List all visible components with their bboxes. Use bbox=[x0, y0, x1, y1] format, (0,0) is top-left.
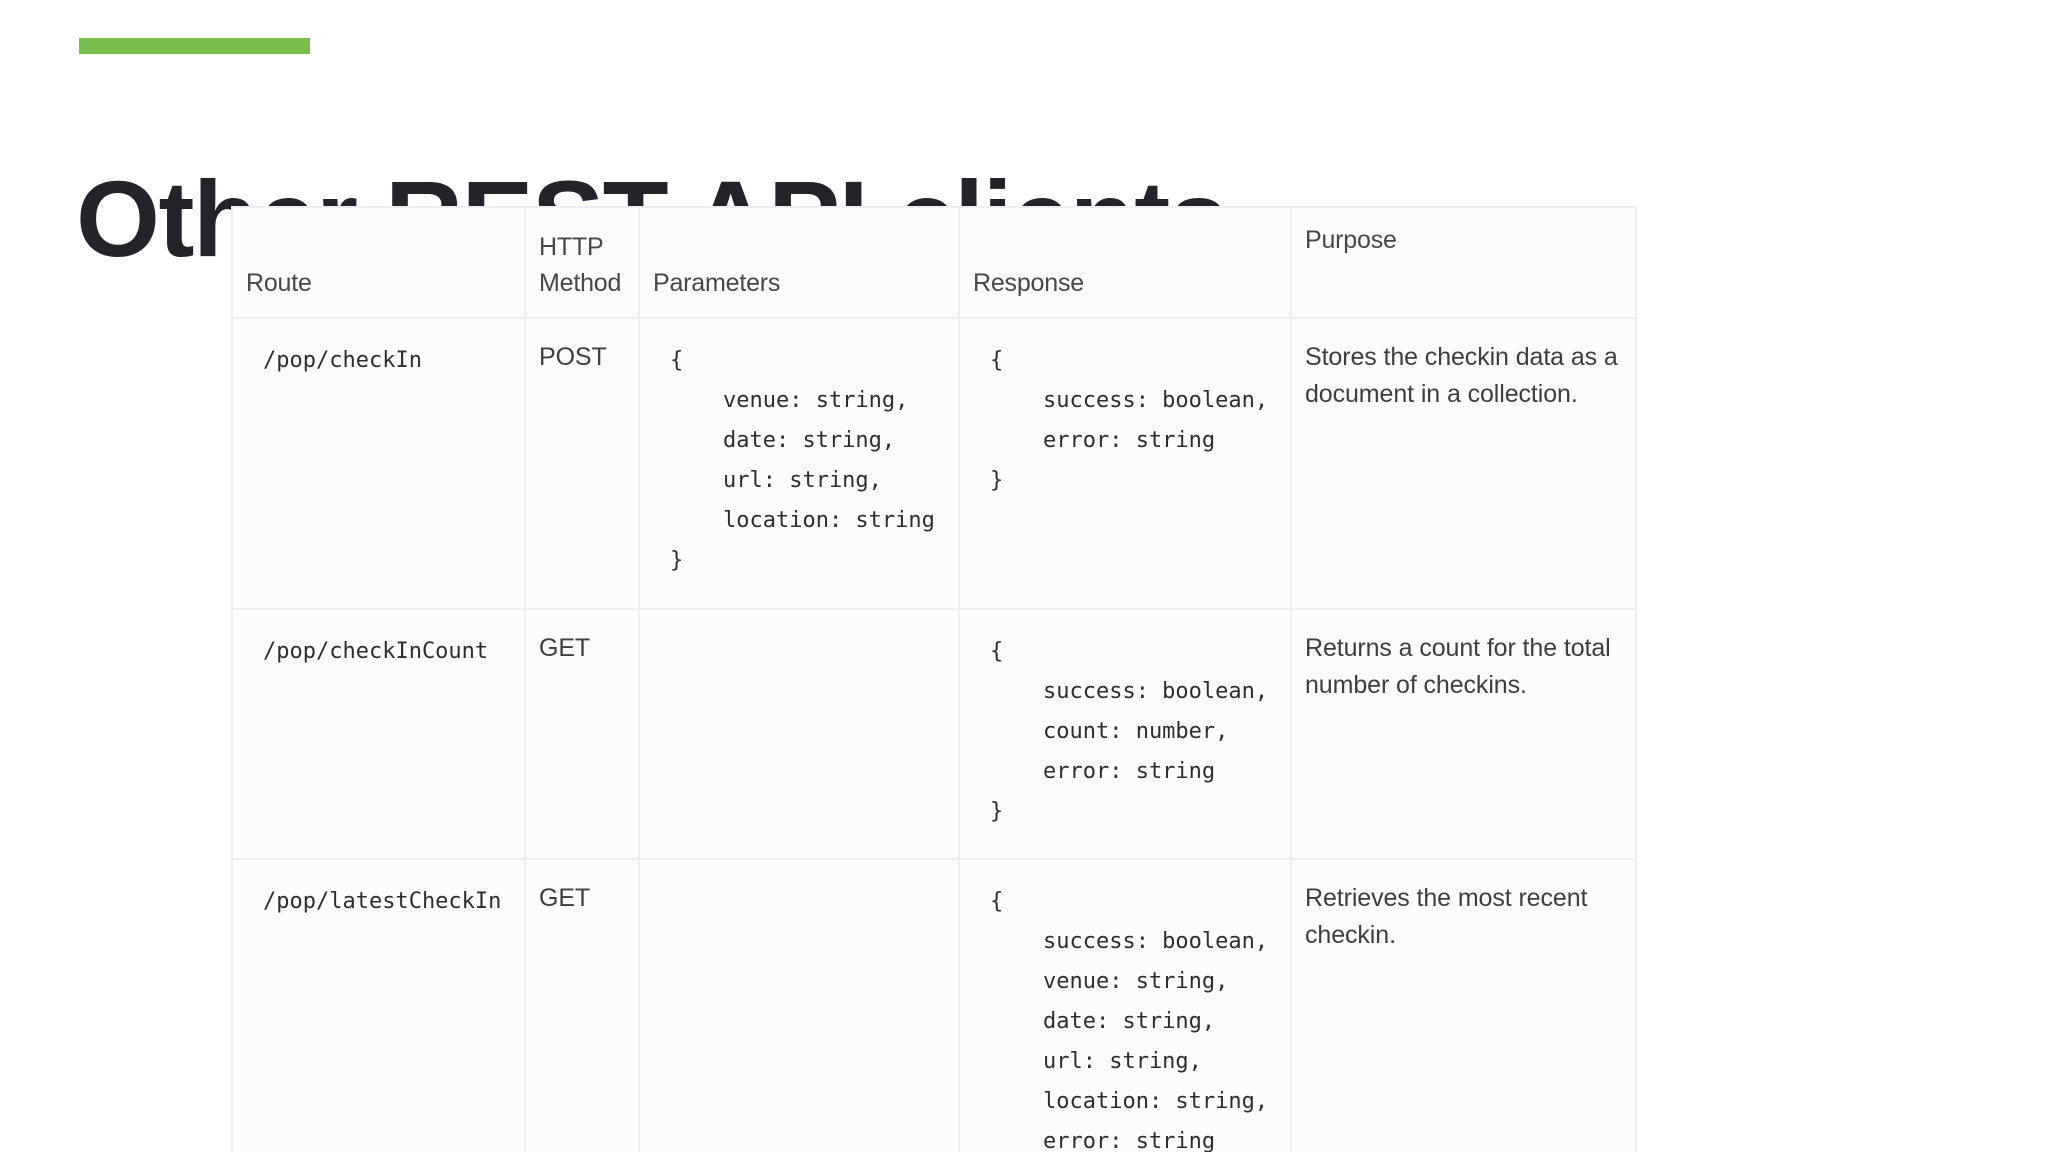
route-cell: /pop/checkInCount bbox=[231, 608, 526, 860]
response-cell: { success: boolean, error: string } bbox=[958, 317, 1292, 610]
method-cell: GET bbox=[524, 608, 640, 860]
parameters-code: { venue: string, date: string, url: stri… bbox=[670, 348, 935, 573]
route-code: /pop/checkInCount bbox=[263, 639, 489, 664]
table-row-latestcheckin: /pop/latestCheckIn GET { success: boolea… bbox=[231, 858, 1637, 1152]
api-table: Route HTTP Method Parameters Response Pu… bbox=[231, 206, 1637, 1152]
accent-bar bbox=[79, 38, 310, 54]
parameters-cell: { venue: string, date: string, url: stri… bbox=[638, 317, 960, 610]
purpose-cell: Stores the checkin data as a document in… bbox=[1290, 317, 1637, 610]
route-code: /pop/latestCheckIn bbox=[263, 889, 502, 914]
table-row-checkin: /pop/checkIn POST { venue: string, date:… bbox=[231, 317, 1637, 610]
header-purpose: Purpose bbox=[1290, 206, 1637, 319]
header-route: Route bbox=[231, 206, 526, 319]
response-cell: { success: boolean, count: number, error… bbox=[958, 608, 1292, 860]
response-cell: { success: boolean, venue: string, date:… bbox=[958, 858, 1292, 1152]
parameters-cell bbox=[638, 858, 960, 1152]
route-cell: /pop/latestCheckIn bbox=[231, 858, 526, 1152]
method-cell: POST bbox=[524, 317, 640, 610]
method-cell: GET bbox=[524, 858, 640, 1152]
parameters-cell bbox=[638, 608, 960, 860]
response-code: { success: boolean, venue: string, date:… bbox=[990, 889, 1269, 1152]
table-row-checkincount: /pop/checkInCount GET { success: boolean… bbox=[231, 608, 1637, 860]
response-code: { success: boolean, count: number, error… bbox=[990, 639, 1269, 824]
route-code: /pop/checkIn bbox=[263, 348, 422, 373]
header-response: Response bbox=[958, 206, 1292, 319]
purpose-cell: Retrieves the most recent checkin. bbox=[1290, 858, 1637, 1152]
purpose-cell: Returns a count for the total number of … bbox=[1290, 608, 1637, 860]
header-http-method: HTTP Method bbox=[524, 206, 640, 319]
header-parameters: Parameters bbox=[638, 206, 960, 319]
response-code: { success: boolean, error: string } bbox=[990, 348, 1269, 493]
route-cell: /pop/checkIn bbox=[231, 317, 526, 610]
table-header-row: Route HTTP Method Parameters Response Pu… bbox=[231, 206, 1637, 319]
